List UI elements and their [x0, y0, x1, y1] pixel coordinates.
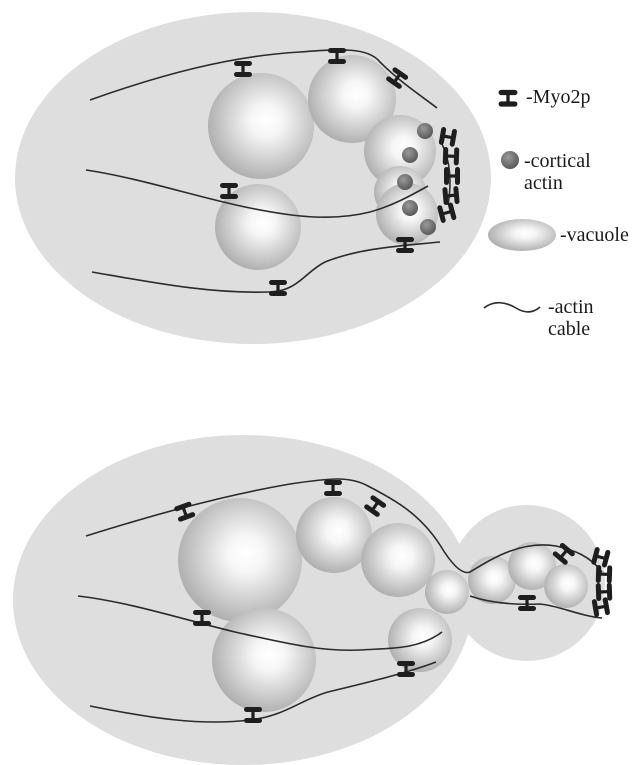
cortical-actin-patch — [420, 219, 436, 235]
actin-cable-legend-icon — [484, 303, 540, 312]
legend-label-vacuole: -vacuole — [560, 224, 629, 246]
cortical-actin-patch — [397, 174, 413, 190]
vacuole — [544, 564, 588, 608]
vacuole — [212, 608, 316, 712]
vacuole-legend-icon — [488, 219, 556, 251]
vacuole — [361, 523, 435, 597]
legend-label-actin-cable: -actin cable — [548, 296, 594, 340]
cortical-actin-patch — [417, 123, 433, 139]
legend-label-cortical-actin: -cortical actin — [524, 150, 591, 194]
legend-label-myo2p: -Myo2p — [526, 86, 590, 108]
cortical-actin-legend-icon — [501, 151, 519, 169]
bottom-cell — [13, 435, 612, 765]
vacuole — [425, 570, 469, 614]
cortical-actin-patch — [402, 200, 418, 216]
vacuole — [208, 73, 314, 179]
top-cell — [15, 12, 491, 344]
myo2p-legend-icon — [499, 90, 518, 107]
legend-symbols — [484, 90, 556, 312]
vacuole — [296, 497, 372, 573]
cortical-actin-patch — [402, 147, 418, 163]
vacuole — [178, 498, 302, 622]
